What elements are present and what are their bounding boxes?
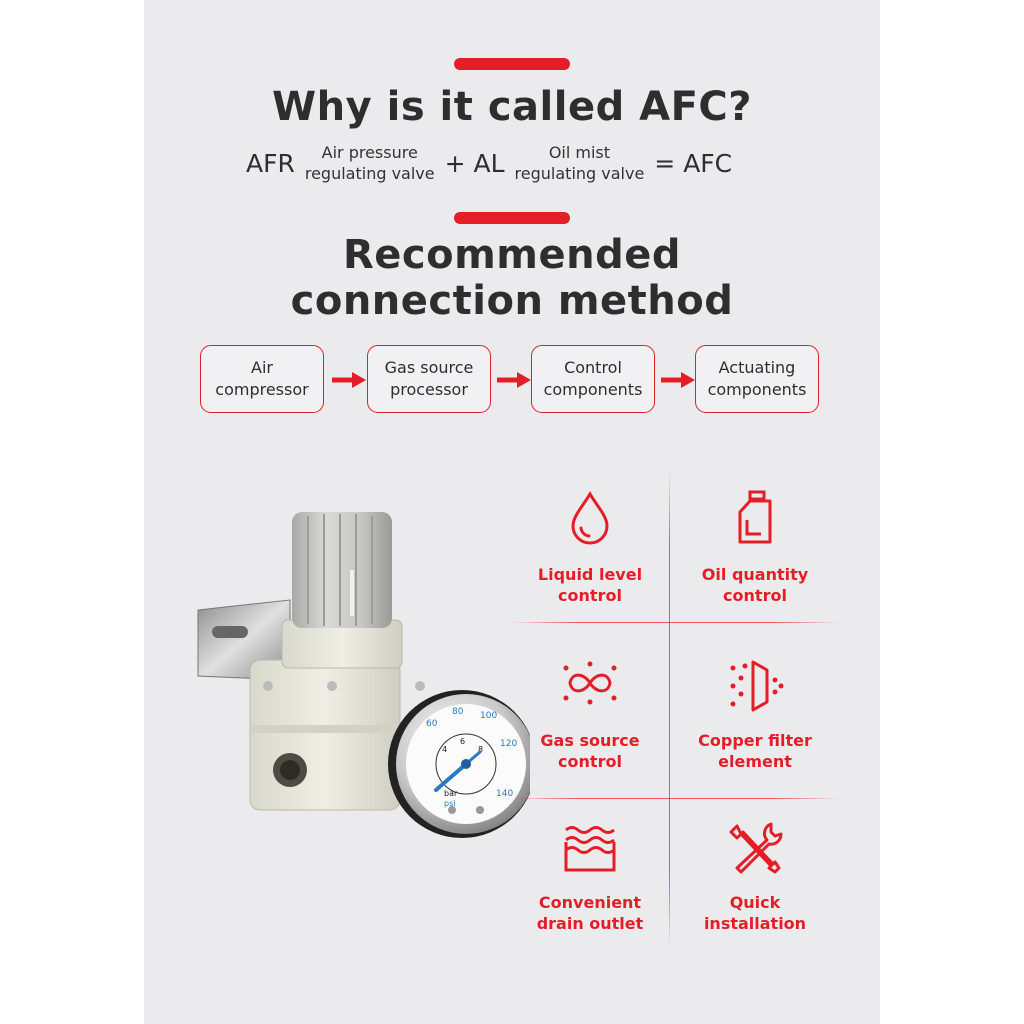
gauge-tick: 60 — [426, 719, 438, 729]
formula-result: = AFC — [654, 148, 733, 178]
gauge-unit-psi: psi — [444, 799, 455, 808]
formula-plus-al: + AL — [444, 148, 505, 178]
water-waves-icon — [564, 826, 616, 872]
accent-bar-top — [454, 58, 570, 70]
grid-divider-horizontal — [510, 622, 840, 623]
afc-formula: AFR Air pressure regulating valve + AL O… — [246, 140, 786, 186]
gauge-needle — [434, 762, 468, 792]
gauge-tick: 140 — [496, 789, 513, 799]
infinity-icon — [563, 661, 617, 705]
formula-afr-desc: Air pressure regulating valve — [304, 143, 435, 183]
pressure-regulator-illustration: 60 80 100 120 140 4 6 8 bar psi — [197, 512, 530, 838]
oil-can-icon — [738, 490, 772, 544]
gauge-tick: 6 — [460, 737, 465, 746]
gauge-tick: 8 — [478, 745, 483, 754]
gauge-tick: 80 — [452, 707, 464, 717]
gauge-unit-bar: bar — [444, 789, 458, 798]
gauge-tick: 120 — [500, 739, 517, 749]
grid-divider-vertical — [669, 470, 670, 948]
tools-icon — [729, 822, 783, 874]
gauge-tick: 100 — [480, 711, 497, 721]
page-title: Why is it called AFC? — [272, 84, 752, 130]
grid-divider-horizontal — [510, 798, 840, 799]
filter-icon — [730, 660, 784, 712]
gauge-tick: 4 — [442, 745, 447, 754]
arrow-right-icon — [332, 372, 366, 388]
formula-al-desc: Oil mist regulating valve — [514, 143, 645, 183]
arrow-right-icon — [497, 372, 531, 388]
arrow-right-icon — [661, 372, 695, 388]
accent-bar-middle — [454, 212, 570, 224]
formula-afr: AFR — [246, 148, 295, 178]
droplet-icon — [571, 491, 609, 545]
section-title: Recommended connection method — [290, 232, 734, 324]
